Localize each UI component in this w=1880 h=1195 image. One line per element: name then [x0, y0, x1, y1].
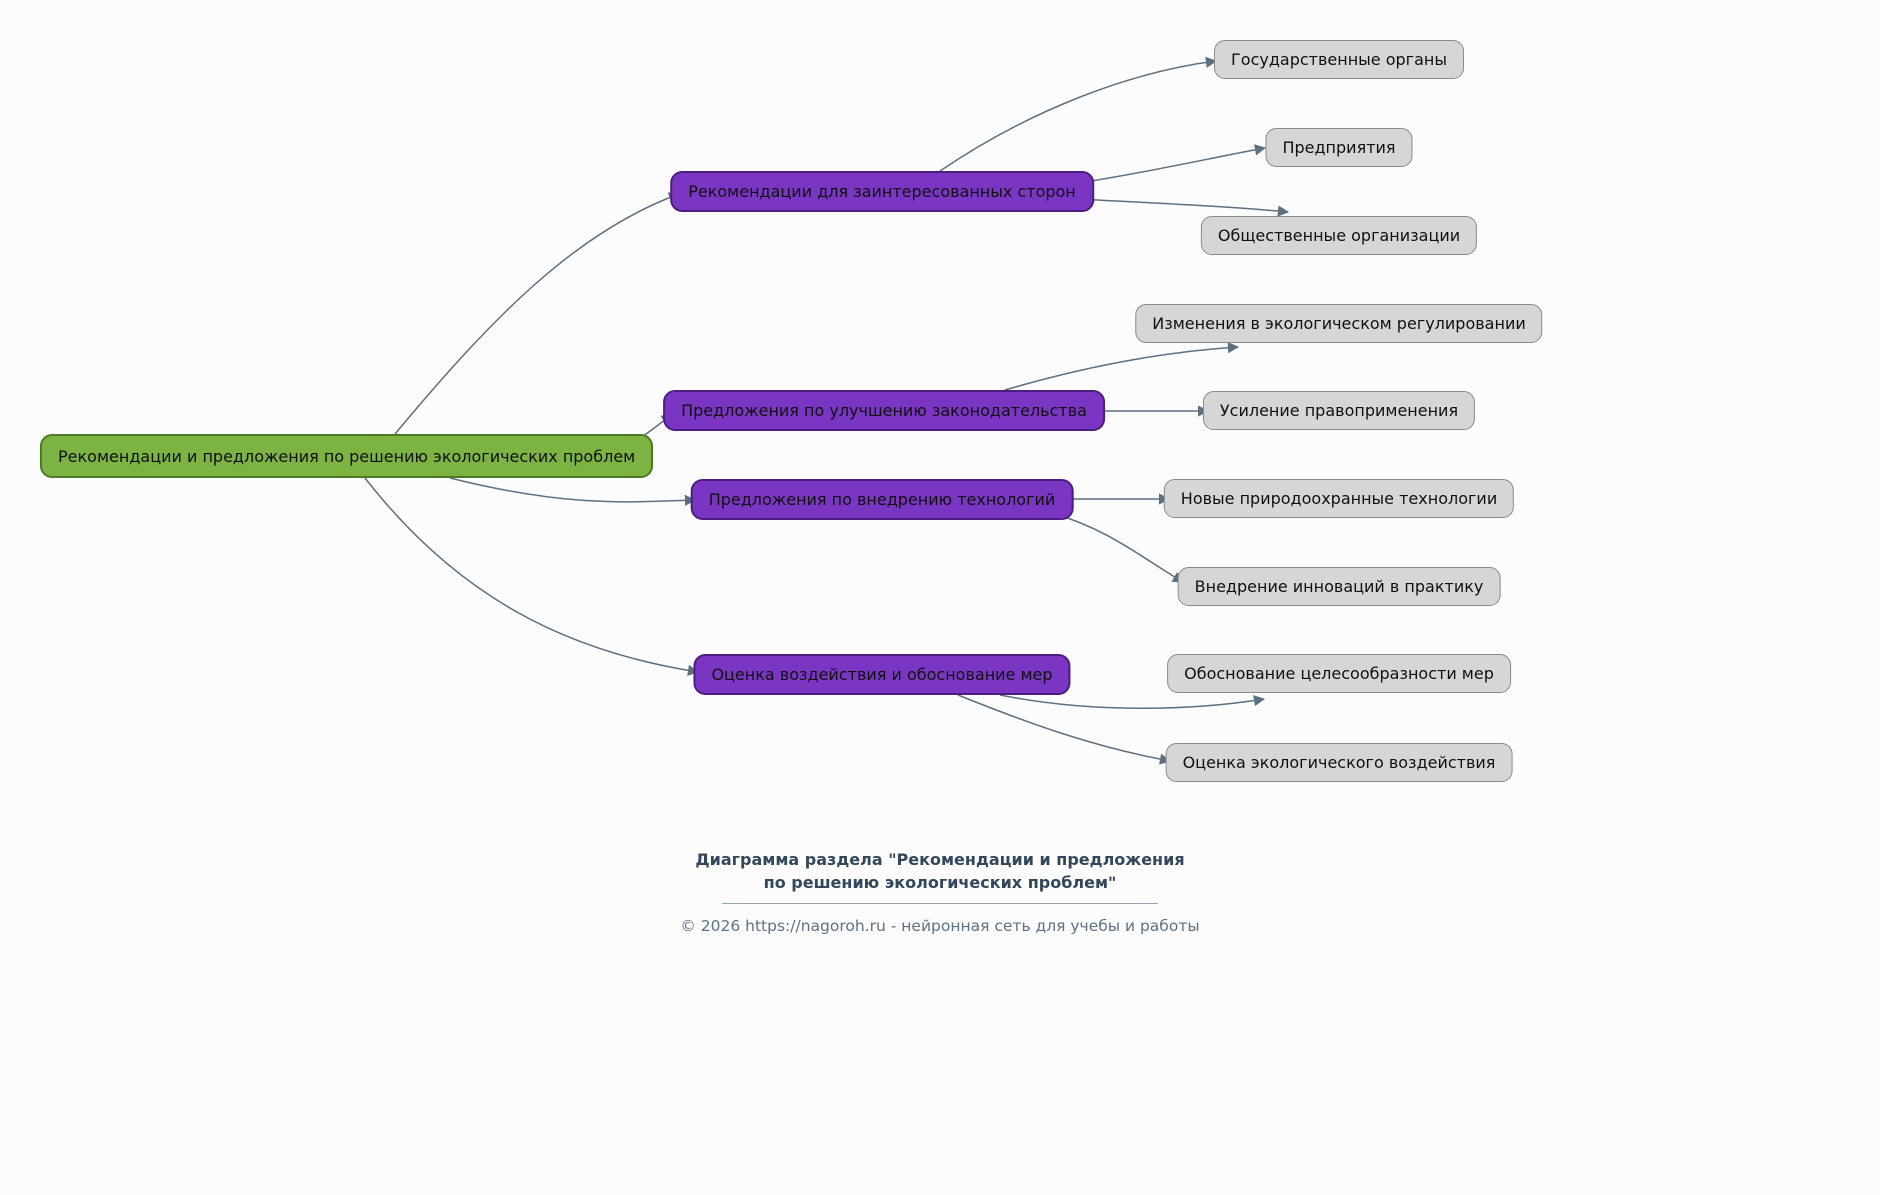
node-leaf-justification: Обоснование целесообразности мер — [1167, 654, 1511, 693]
node-root: Рекомендации и предложения по решению эк… — [40, 434, 654, 478]
node-branch-stakeholders: Рекомендации для заинтересованных сторон — [670, 171, 1094, 212]
footer-title-line2: по решению экологических проблем" — [763, 873, 1117, 893]
footer-divider — [722, 903, 1158, 905]
node-leaf-enforcement: Усиление правоприменения — [1202, 391, 1476, 430]
edge-impact-impact-assessment — [957, 694, 1172, 765]
edge-stakeholders-gov-bodies — [939, 56, 1218, 172]
edge-root-technology — [449, 477, 697, 506]
footer-copyright: © 2026 https://nagoroh.ru - нейронная се… — [680, 917, 1200, 936]
node-branch-legislation: Предложения по улучшению законодательств… — [663, 390, 1105, 431]
edge-technology-innovation-practice — [1054, 513, 1184, 583]
footer-title-line1: Диаграмма раздела "Рекомендации и предло… — [695, 850, 1185, 869]
node-leaf-gov-bodies: Государственные органы — [1214, 40, 1464, 79]
node-leaf-regulation-changes: Изменения в экологическом регулировании — [1135, 304, 1543, 343]
edge-root-impact — [364, 477, 700, 676]
edge-stakeholders-enterprises — [1078, 144, 1267, 184]
node-branch-impact: Оценка воздействия и обоснование мер — [693, 654, 1071, 695]
node-leaf-innovation-practice: Внедрение инноваций в практику — [1177, 567, 1501, 606]
edge-legislation-regulation-changes — [1004, 342, 1240, 391]
edge-impact-justification — [999, 694, 1266, 710]
node-leaf-new-technologies: Новые природоохранные технологии — [1163, 479, 1515, 518]
node-branch-technology: Предложения по внедрению технологий — [690, 479, 1074, 520]
footer: Диаграмма раздела "Рекомендации и предло… — [0, 848, 1880, 935]
node-leaf-impact-assessment: Оценка экологического воздействия — [1165, 743, 1513, 782]
footer-title: Диаграмма раздела "Рекомендации и предло… — [0, 848, 1880, 894]
edge-stakeholders-public-orgs — [1078, 198, 1290, 217]
node-leaf-enterprises: Предприятия — [1265, 128, 1413, 167]
node-leaf-public-orgs: Общественные организации — [1200, 216, 1478, 255]
edge-root-stakeholders — [394, 192, 681, 435]
